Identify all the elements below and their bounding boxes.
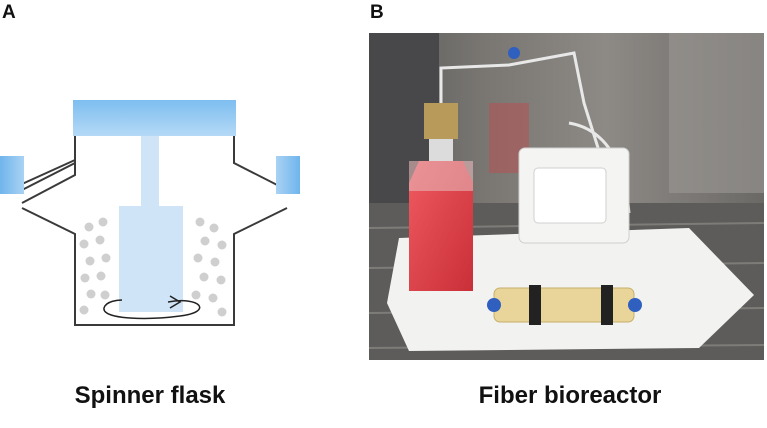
panel-label-b: B <box>370 2 384 23</box>
caption-spinner-flask: Spinner flask <box>74 382 226 409</box>
microcarrier-beads <box>79 217 227 317</box>
flask-cap <box>73 100 236 136</box>
tubing <box>439 51 611 184</box>
tube-connector <box>508 47 520 59</box>
spinner-flask-diagram <box>0 100 300 326</box>
fiber-bioreactor-photo <box>369 33 764 360</box>
side-port-left <box>0 156 24 194</box>
caption-fiber-bioreactor: Fiber bioreactor <box>478 382 662 409</box>
side-port-right <box>276 156 300 194</box>
stirrer-paddle <box>119 206 183 312</box>
flask-outline <box>21 128 76 204</box>
panel-label-a: A <box>2 2 16 23</box>
rotation-arrow <box>103 299 201 320</box>
bottle-cap <box>424 103 458 139</box>
media-bottle <box>409 161 473 291</box>
stirrer-shaft <box>141 136 159 206</box>
